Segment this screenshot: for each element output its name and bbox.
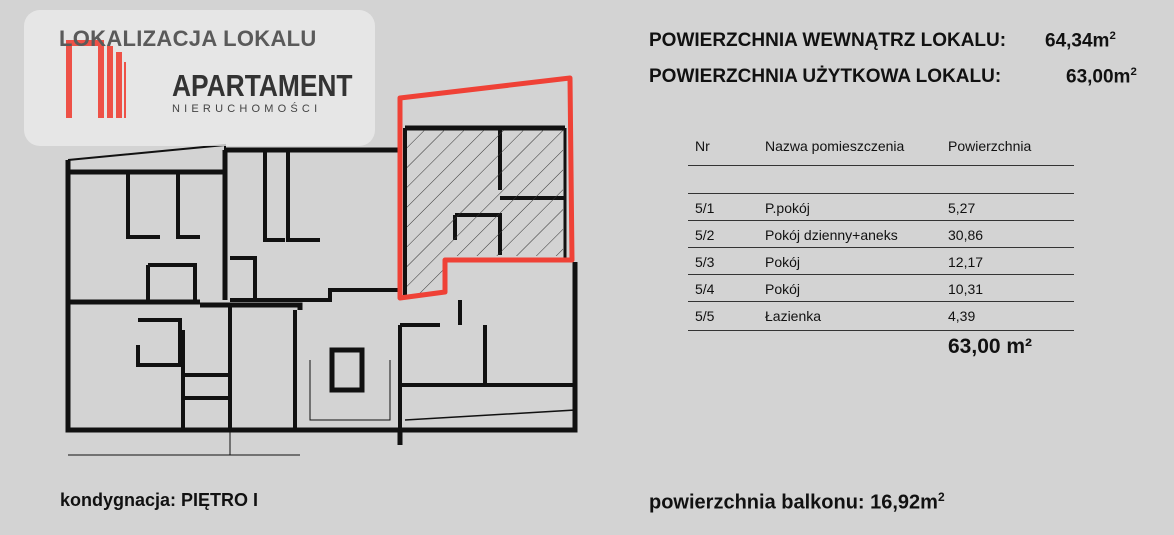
brand-name: APARTAMENT: [172, 68, 353, 103]
location-title: LOKALIZACJA LOKALU: [59, 26, 317, 51]
balcony-area: powierzchnia balkonu: 16,92m2: [649, 490, 945, 514]
building-walls: [65, 125, 578, 456]
table-header: Nr Nazwa pomieszczenia Powierzchnia: [695, 138, 1032, 154]
brand-logo-bars: [66, 40, 126, 118]
usable-area: POWIERZCHNIA UŻYTKOWA LOKALU: 63,00m2: [649, 66, 1137, 88]
floor-label: kondygnacja: PIĘTRO I: [60, 490, 259, 510]
brand-subtitle: NIERUCHOMOŚCI: [172, 103, 322, 115]
usable-area-value: 63,00m: [1066, 66, 1131, 88]
inner-area: POWIERZCHNIA WEWNĄTRZ LOKALU: 64,34m2: [649, 30, 1116, 52]
logo-panel: [24, 10, 375, 146]
apartment-hatch: [407, 130, 563, 295]
inner-area-value: 64,34m: [1045, 30, 1110, 52]
table-total: 63,00 m²: [948, 335, 1033, 358]
apartment-highlight-outline: [397, 75, 575, 301]
